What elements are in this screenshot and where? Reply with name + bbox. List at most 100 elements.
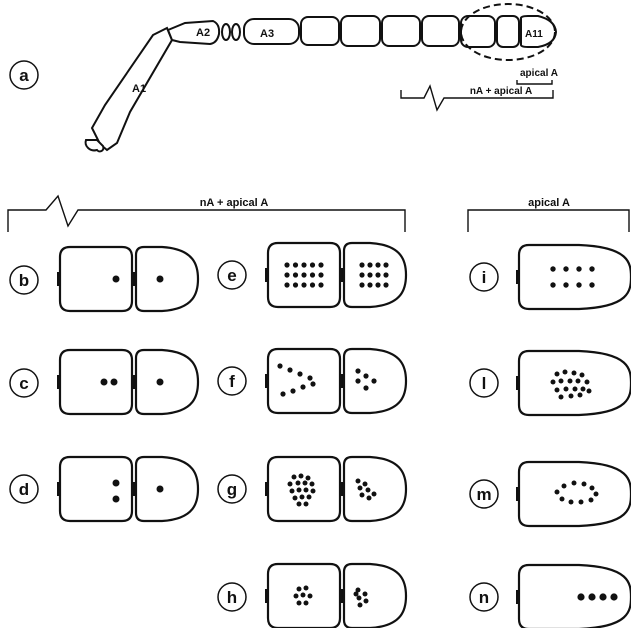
segment-a4 (301, 17, 339, 45)
sensillum-dot (310, 482, 315, 487)
sensillum-dot (297, 587, 302, 592)
ring-2 (232, 24, 240, 40)
apical-segment-outline (136, 247, 198, 311)
sensillum-dot (589, 282, 594, 287)
sensillum-dot (367, 262, 372, 267)
sensillum-dot (306, 476, 311, 481)
sensillum-dot (588, 593, 595, 600)
sensillum-dot (367, 282, 372, 287)
sensillum-dot (594, 492, 599, 497)
sensillum-dot (358, 486, 363, 491)
sensillum-dot (610, 593, 617, 600)
sensillum-dot (587, 389, 592, 394)
sensillum-dot (287, 367, 292, 372)
sensillum-dot (299, 474, 304, 479)
sensillum-dot (292, 475, 297, 480)
sensillum-dot (560, 497, 565, 502)
sensillum-dot (360, 493, 365, 498)
panel-g: g (218, 457, 406, 521)
sensillum-dot (303, 481, 308, 486)
bracket-apical (517, 80, 552, 84)
sensillum-dot (550, 266, 555, 271)
sensillum-dot (372, 492, 377, 497)
panel-letter: i (482, 268, 487, 287)
sensillum-dot (307, 375, 312, 380)
sensillum-dot (589, 266, 594, 271)
apical-segment-outline (136, 457, 198, 521)
panel-c: c (10, 350, 198, 414)
sensillum-dot (277, 363, 282, 368)
sensillum-dot (550, 282, 555, 287)
sensillum-dot (367, 496, 372, 501)
sensillum-dot (318, 282, 323, 287)
sensillum-dot (573, 387, 578, 392)
sensillum-dot (304, 601, 309, 606)
sensillum-dot (579, 500, 584, 505)
sensillum-dot (367, 272, 372, 277)
sensillum-dot (375, 272, 380, 277)
sensillum-dot (284, 262, 289, 267)
panel-letter: m (476, 485, 491, 504)
sensillum-dot (564, 387, 569, 392)
sensillum-dot (366, 488, 371, 493)
sensillum-dot (383, 262, 388, 267)
sensillum-dot (297, 601, 302, 606)
panel-letter: b (19, 271, 29, 290)
sensillum-dot (297, 502, 302, 507)
header-bracket-right (468, 210, 629, 232)
sensillum-dot (582, 482, 587, 487)
panel-f: f (218, 349, 406, 413)
ring-1 (222, 24, 230, 40)
sensillum-dot (113, 276, 120, 283)
sensillum-dot (363, 482, 368, 487)
sensillum-dot (304, 502, 309, 507)
sensillum-dot (568, 379, 573, 384)
panel-e: e (218, 243, 406, 307)
sensillum-dot (578, 393, 583, 398)
sensillum-dot (113, 496, 120, 503)
apical-segment-outline (519, 462, 631, 526)
panel-b: b (10, 247, 198, 311)
panel-a (86, 4, 556, 151)
label-a3: A3 (260, 28, 274, 40)
panel-letter: c (19, 374, 28, 393)
bracket-na-apical-label: nA + apical A (470, 86, 532, 97)
sensillum-dot (293, 262, 298, 267)
segment-a6 (382, 16, 420, 46)
sensillum-dot (310, 272, 315, 277)
apical-segment-outline (136, 350, 198, 414)
sensillum-dot (562, 484, 567, 489)
segment-a7 (422, 16, 459, 46)
header-left-label: nA + apical A (200, 197, 269, 209)
sensillum-dot (359, 282, 364, 287)
sensillum-dot (581, 387, 586, 392)
sensillum-dot (310, 262, 315, 267)
sensillum-dot (383, 282, 388, 287)
sensillum-dot (356, 479, 361, 484)
sensillum-dot (364, 599, 369, 604)
sensillum-dot (576, 266, 581, 271)
panel-letter: d (19, 480, 29, 499)
sensillum-dot (301, 282, 306, 287)
panel-d: d (10, 457, 198, 521)
sensillum-dot (563, 266, 568, 271)
label-a2: A2 (196, 27, 210, 39)
sensillum-dot (113, 480, 120, 487)
panel-h: h (218, 564, 406, 628)
sensillum-dot (354, 592, 359, 597)
panel-letter-a: a (19, 66, 29, 85)
sensillum-dot (599, 593, 606, 600)
sensillum-dot (310, 282, 315, 287)
sensillum-dot (293, 272, 298, 277)
sensillum-dot (357, 596, 362, 601)
sensillum-dot (375, 262, 380, 267)
label-a1: A1 (132, 83, 146, 95)
sensillum-dot (280, 391, 285, 396)
sensillum-dot (101, 379, 108, 386)
sensillum-dot (310, 381, 315, 386)
sensillum-dot (290, 388, 295, 393)
apical-segment-outline (519, 245, 631, 309)
sensillum-dot (318, 272, 323, 277)
sensillum-dot (296, 481, 301, 486)
sensillum-dot (301, 262, 306, 267)
